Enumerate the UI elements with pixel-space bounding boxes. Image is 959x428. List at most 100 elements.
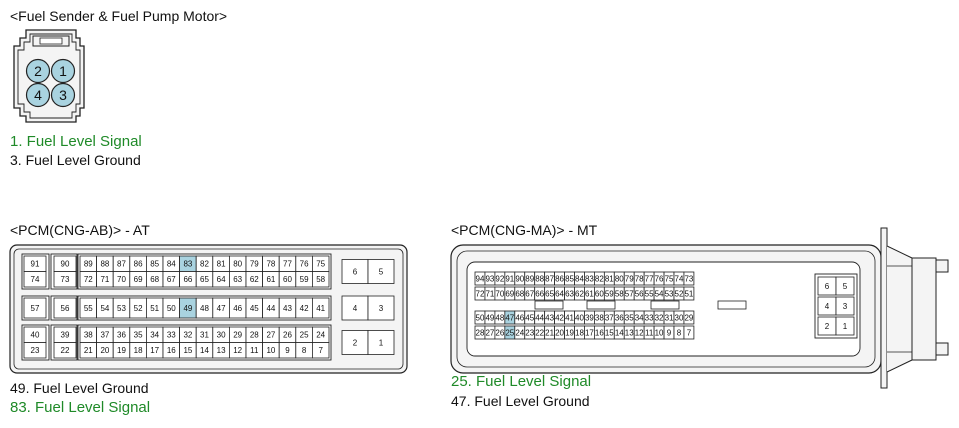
pcm-mt-pin-10: 10 — [653, 325, 665, 340]
svg-text:89: 89 — [525, 274, 534, 283]
pcm-mt-pin-58: 58 — [613, 286, 625, 301]
svg-text:1: 1 — [59, 63, 67, 79]
pcm-at-pin-56: 56 — [53, 297, 77, 319]
svg-text:52: 52 — [675, 289, 684, 298]
pcm-mt-pin-18: 18 — [574, 325, 585, 340]
svg-text:65: 65 — [200, 275, 209, 284]
svg-text:22: 22 — [535, 328, 544, 337]
pcm-mt-pin-26: 26 — [494, 325, 506, 340]
svg-text:61: 61 — [266, 275, 275, 284]
pcm-at-pin-51: 51 — [145, 297, 164, 319]
svg-text:4: 4 — [34, 87, 42, 103]
pcm-mt-pin-15: 15 — [603, 325, 615, 340]
pcm-at-pin-35: 35 — [129, 326, 147, 343]
svg-text:27: 27 — [266, 331, 275, 340]
svg-text:38: 38 — [595, 313, 604, 322]
fuel-sender-title: <Fuel Sender & Fuel Pump Motor> — [10, 8, 228, 24]
svg-text:47: 47 — [217, 304, 226, 313]
svg-text:60: 60 — [283, 275, 292, 284]
svg-text:30: 30 — [217, 331, 226, 340]
svg-text:20: 20 — [555, 328, 564, 337]
pcm-at-pin-65: 65 — [195, 271, 214, 288]
pcm-at-pin-58: 58 — [311, 271, 330, 288]
svg-text:49: 49 — [485, 313, 494, 322]
fuel-sender-legend-2: 3. Fuel Level Ground — [10, 152, 141, 168]
pcm-at-pin-64: 64 — [212, 271, 230, 288]
pcm-at-pin-5: 5 — [367, 259, 395, 284]
pcm-at-pin-3: 3 — [367, 295, 395, 321]
svg-text:56: 56 — [61, 304, 70, 313]
pcm-at-pin-59: 59 — [295, 271, 313, 288]
svg-text:50: 50 — [476, 313, 485, 322]
pcm-at-pin-17: 17 — [145, 342, 164, 359]
pcm-at-pin-15: 15 — [179, 342, 197, 359]
pcm-mt-pin-89: 89 — [524, 271, 536, 286]
svg-text:23: 23 — [31, 346, 40, 355]
svg-text:3: 3 — [59, 87, 67, 103]
pcm-at-pin-53: 53 — [112, 297, 131, 319]
pcm-mt-pin-84: 84 — [574, 271, 585, 286]
svg-text:73: 73 — [61, 275, 70, 284]
pcm-mt-pin-62: 62 — [574, 286, 585, 301]
svg-text:28: 28 — [250, 331, 259, 340]
pcm-at-pin-48: 48 — [195, 297, 214, 319]
svg-text:86: 86 — [555, 274, 564, 283]
svg-text:66: 66 — [183, 275, 192, 284]
pcm-mt-pin-66: 66 — [534, 286, 546, 301]
svg-text:64: 64 — [217, 275, 226, 284]
svg-text:9: 9 — [285, 346, 290, 355]
svg-text:12: 12 — [233, 346, 242, 355]
svg-text:2: 2 — [353, 338, 358, 347]
svg-text:83: 83 — [183, 260, 192, 269]
svg-text:77: 77 — [645, 274, 654, 283]
svg-text:6: 6 — [353, 267, 358, 276]
pcm-mt-pin-33: 33 — [643, 310, 655, 325]
svg-text:77: 77 — [283, 260, 292, 269]
svg-text:83: 83 — [585, 274, 594, 283]
pcm-mt-housing — [450, 244, 882, 374]
svg-text:16: 16 — [595, 328, 604, 337]
pcm-at-pin-71: 71 — [96, 271, 114, 288]
pcm-mt-pin-48: 48 — [494, 310, 506, 325]
pcm-mt-pin-19: 19 — [564, 325, 575, 340]
svg-text:37: 37 — [100, 331, 109, 340]
pcm-at-pin-40: 40 — [23, 326, 47, 343]
pcm-mt-pin-6: 6 — [817, 276, 837, 296]
pcm-mt-pin-12: 12 — [633, 325, 645, 340]
svg-text:58: 58 — [316, 275, 325, 284]
pcm-mt-pin-30: 30 — [673, 310, 685, 325]
svg-text:48: 48 — [495, 313, 504, 322]
svg-text:68: 68 — [515, 289, 524, 298]
svg-text:34: 34 — [150, 331, 159, 340]
fuel-sender-legend-1: 1. Fuel Level Signal — [10, 133, 142, 150]
pcm-mt-pin-87: 87 — [544, 271, 556, 286]
pcm-mt-pin-37: 37 — [603, 310, 615, 325]
svg-text:3: 3 — [379, 304, 384, 313]
svg-text:67: 67 — [167, 275, 176, 284]
svg-text:4: 4 — [825, 302, 830, 311]
svg-text:32: 32 — [183, 331, 192, 340]
pcm-at-pin-47: 47 — [212, 297, 230, 319]
svg-text:91: 91 — [31, 260, 40, 269]
svg-text:29: 29 — [233, 331, 242, 340]
pcm-at-pin-7: 7 — [311, 342, 330, 359]
pcm-at-pin-62: 62 — [245, 271, 264, 288]
svg-text:62: 62 — [575, 289, 584, 298]
pcm-mt-pin-80: 80 — [613, 271, 625, 286]
pcm-at-pin-88: 88 — [96, 255, 114, 272]
svg-text:19: 19 — [117, 346, 126, 355]
svg-text:30: 30 — [675, 313, 684, 322]
svg-text:43: 43 — [283, 304, 292, 313]
pcm-mt-pin-29: 29 — [683, 310, 695, 325]
pcm-mt-pin-53: 53 — [663, 286, 675, 301]
pcm-at-pin-79: 79 — [245, 255, 264, 272]
pcm-at-pin-90: 90 — [53, 255, 77, 272]
svg-text:91: 91 — [505, 274, 514, 283]
pcm-at-pin-66: 66 — [179, 271, 197, 288]
pcm-at-pin-37: 37 — [96, 326, 114, 343]
pcm-at-pin-61: 61 — [262, 271, 280, 288]
pcm-mt-pin-73: 73 — [683, 271, 695, 286]
svg-text:5: 5 — [379, 267, 384, 276]
svg-text:24: 24 — [316, 331, 325, 340]
pcm-mt-pin-11: 11 — [643, 325, 655, 340]
